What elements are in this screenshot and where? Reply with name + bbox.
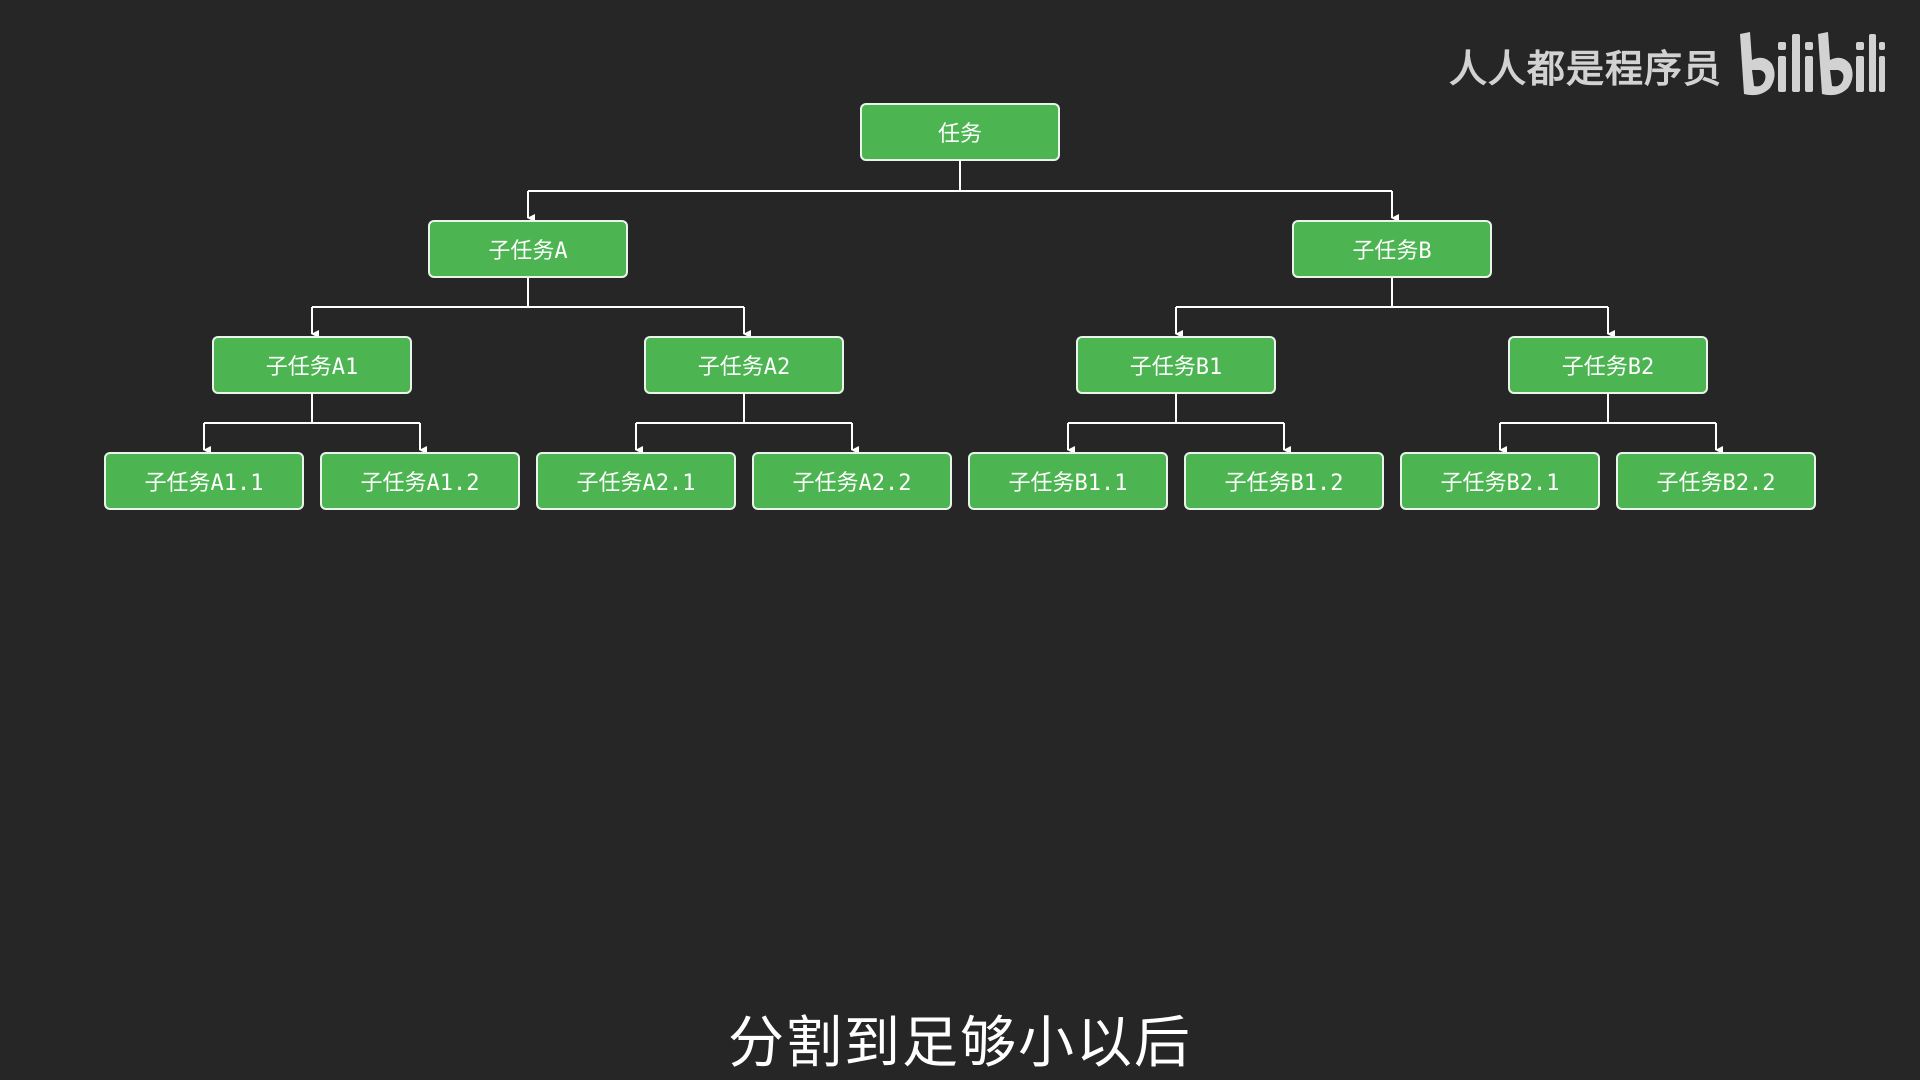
node-subtask-a1-2: 子任务A1.2 [320, 452, 520, 510]
node-subtask-a2: 子任务A2 [644, 336, 844, 394]
node-subtask-b1-2: 子任务B1.2 [1184, 452, 1384, 510]
node-subtask-b2: 子任务B2 [1508, 336, 1708, 394]
node-subtask-b: 子任务B [1292, 220, 1492, 278]
channel-watermark: 人人都是程序员 [1449, 30, 1886, 100]
node-subtask-a1: 子任务A1 [212, 336, 412, 394]
node-subtask-b1-1: 子任务B1.1 [968, 452, 1168, 510]
node-subtask-a: 子任务A [428, 220, 628, 278]
node-subtask-b2-1: 子任务B2.1 [1400, 452, 1600, 510]
node-subtask-b2-2: 子任务B2.2 [1616, 452, 1816, 510]
node-subtask-a2-1: 子任务A2.1 [536, 452, 736, 510]
node-subtask-a2-2: 子任务A2.2 [752, 452, 952, 510]
node-root: 任务 [860, 103, 1060, 161]
channel-name: 人人都是程序员 [1448, 48, 1722, 91]
node-subtask-a1-1: 子任务A1.1 [104, 452, 304, 510]
subtitle-caption: 分割到足够小以后 [728, 1011, 1192, 1076]
bilibili-logo [1740, 32, 1885, 96]
node-subtask-b1: 子任务B1 [1076, 336, 1276, 394]
